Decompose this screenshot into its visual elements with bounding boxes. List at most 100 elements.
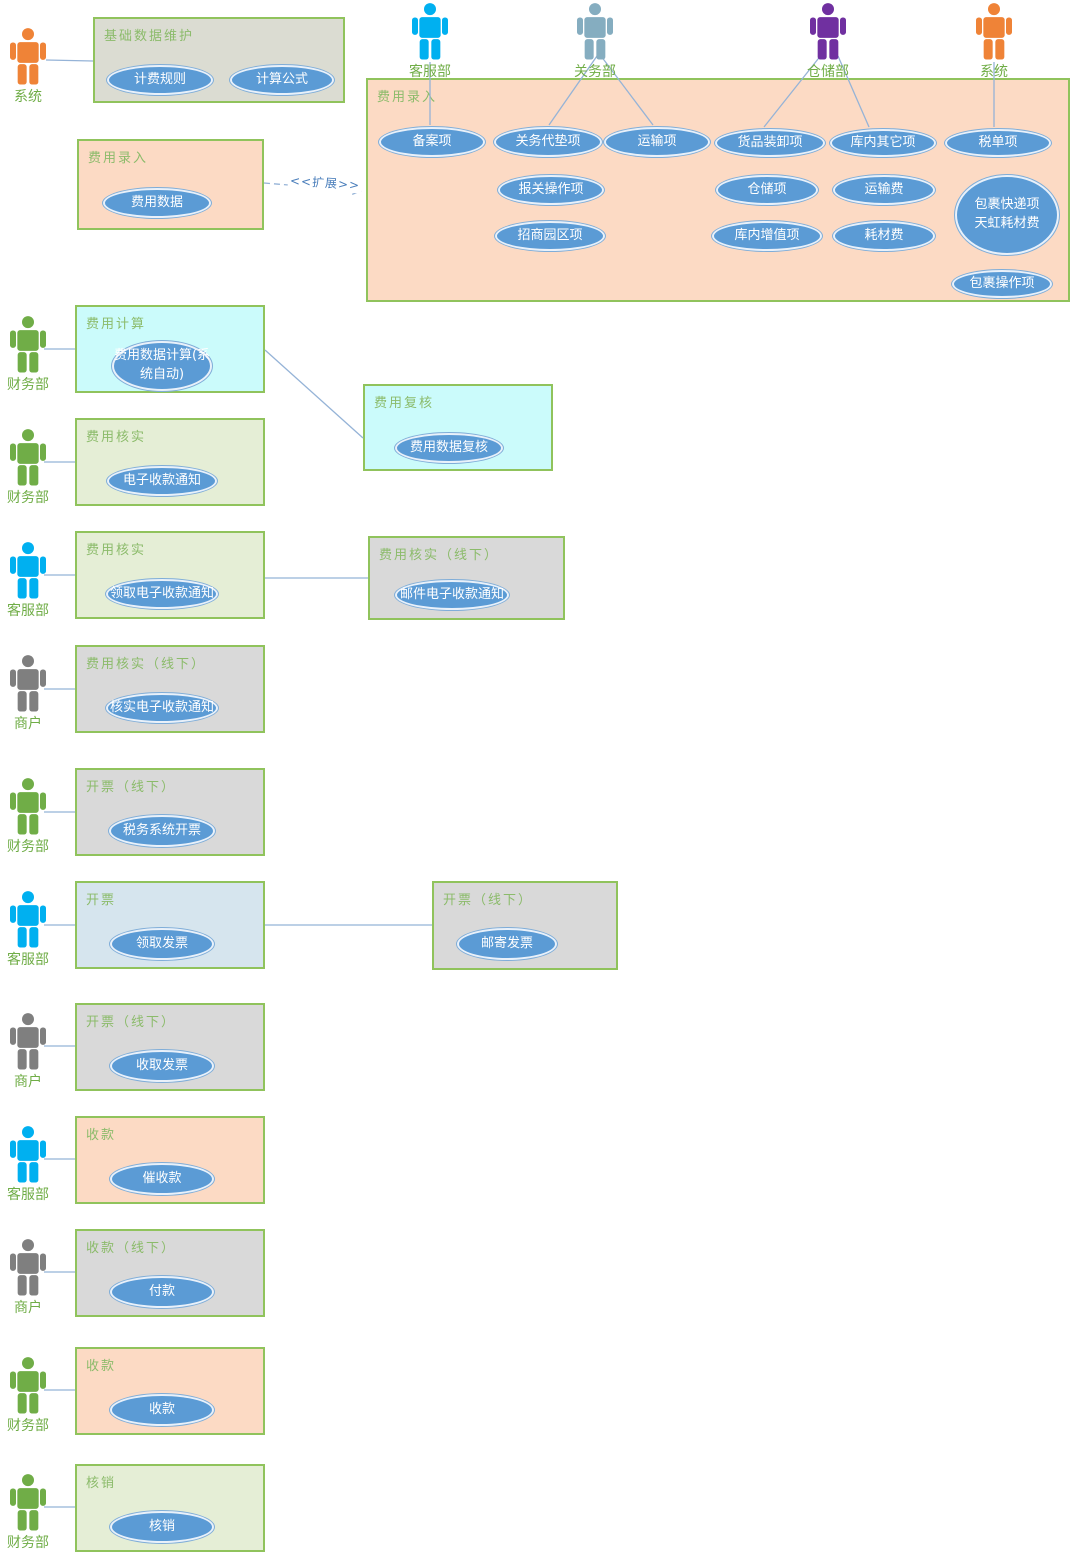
- group-title-collection-offline-merchant: 收款（线下）: [86, 1241, 177, 1256]
- usecase-collect-invoice: 收取发票: [110, 1050, 214, 1082]
- group-fee-review: 费用复核费用数据复核: [363, 384, 553, 471]
- actor-label: 商户: [14, 1074, 42, 1090]
- usecase-label: 备案项: [412, 133, 452, 149]
- usecase-label: 包裹操作项: [969, 275, 1035, 291]
- usecase-label: 耗材费: [864, 227, 904, 243]
- usecase-label: 运输费: [864, 181, 904, 197]
- actor-label: 仓储部: [807, 64, 849, 80]
- actor-system-top-right: 系统: [966, 3, 1022, 81]
- usecase-parcel-operation-item: 包裹操作项: [952, 270, 1052, 298]
- usecase-warehouse-other-item: 库内其它项: [830, 129, 936, 157]
- extend-relation-label: <<扩展>>: [287, 171, 363, 194]
- group-fee-verification-offline-mail: 费用核实（线下）邮件电子收款通知: [368, 536, 565, 620]
- usecase-label: 库内增值项: [734, 227, 800, 243]
- person-icon: [577, 3, 613, 60]
- actor-finance-dept-2: 财务部: [0, 429, 56, 507]
- group-invoicing-offline-merchant: 开票（线下） 收取发票: [75, 1003, 265, 1091]
- group-title-write-off: 核销: [86, 1476, 117, 1491]
- usecase-receive-payment: 收款: [110, 1394, 214, 1426]
- group-title-fee-calculation: 费用计算: [86, 317, 147, 332]
- usecase-label: 税务系统开票: [122, 822, 201, 838]
- usecase-label: 核销: [148, 1518, 175, 1534]
- person-icon: [412, 3, 448, 60]
- usecase-fee-data-review: 费用数据复核: [395, 433, 503, 463]
- actor-label: 关务部: [574, 64, 616, 80]
- usecase-parcel-express-consumable: 包裹快递项天虹耗材费: [955, 175, 1059, 255]
- group-write-off: 核销核销: [75, 1464, 265, 1552]
- usecase-label: 付款: [148, 1283, 175, 1299]
- group-title-fee-review: 费用复核: [374, 396, 435, 411]
- usecase-label: 收款: [148, 1401, 175, 1417]
- group-title-collection-cs: 收款: [86, 1128, 117, 1143]
- usecase-billing-rules: 计费规则: [107, 65, 213, 95]
- usecase-fee-data: 费用数据: [103, 188, 211, 218]
- actor-customer-service-3: 客服部: [0, 1126, 56, 1204]
- person-icon: [10, 1126, 46, 1183]
- person-icon: [10, 655, 46, 712]
- usecase-transport-item: 运输项: [604, 127, 710, 157]
- usecase-label: 领取发票: [135, 935, 188, 951]
- group-title-fee-verification-cs: 费用核实: [86, 543, 147, 558]
- actor-warehouse-dept-top: 仓储部: [800, 3, 856, 81]
- group-title-invoicing-offline-merchant: 开票（线下）: [86, 1015, 177, 1030]
- usecase-label: 库内其它项: [850, 134, 916, 150]
- usecase-label: 收取发票: [135, 1057, 188, 1073]
- usecase-label: 计费规则: [133, 71, 186, 87]
- usecase-customs-advance-item: 关务代垫项: [494, 127, 602, 157]
- person-icon: [10, 316, 46, 373]
- usecase-label: 核实电子收款通知: [109, 699, 214, 715]
- usecase-label: 费用数据复核: [409, 439, 488, 455]
- usecase-tax-system-invoicing: 税务系统开票: [109, 815, 215, 847]
- person-icon: [10, 1357, 46, 1414]
- group-title-fee-entry-small: 费用录入: [88, 151, 149, 166]
- actor-merchant-2: 商户: [0, 1013, 56, 1091]
- actor-system-top-left: 系统: [0, 28, 56, 106]
- usecase-label: 报关操作项: [518, 181, 584, 197]
- actor-label: 财务部: [7, 377, 49, 393]
- group-fee-verification-cs: 费用核实领取电子收款通知: [75, 531, 265, 619]
- usecase-calc-formula: 计算公式: [230, 65, 334, 95]
- group-title-fee-verification-finance: 费用核实: [86, 430, 147, 445]
- usecase-label: 电子收款通知: [122, 472, 201, 488]
- usecase-mail-invoice: 邮寄发票: [457, 928, 557, 960]
- usecase-label: 费用数据计算(系: [113, 348, 211, 364]
- usecase-label: 运输项: [637, 133, 677, 149]
- usecase-receive-invoice: 领取发票: [110, 928, 214, 960]
- group-collection-cs: 收款催收款: [75, 1116, 265, 1204]
- group-title-collection-finance: 收款: [86, 1359, 117, 1374]
- person-icon: [976, 3, 1012, 60]
- person-icon: [10, 1474, 46, 1531]
- actor-label: 系统: [14, 89, 42, 105]
- group-invoicing-offline-mail: 开票（线下）邮寄发票: [432, 881, 618, 970]
- actor-customer-service-1: 客服部: [0, 542, 56, 620]
- actor-label: 客服部: [7, 1187, 49, 1203]
- group-title-fee-entry-main: 费用录入: [377, 90, 438, 105]
- person-icon: [10, 778, 46, 835]
- person-icon: [10, 891, 46, 948]
- usecase-label: 邮件电子收款通知: [399, 586, 504, 602]
- actor-label: 财务部: [7, 839, 49, 855]
- group-title-invoicing: 开票: [86, 893, 117, 908]
- group-fee-calculation: 费用计算费用数据计算(系统自动): [75, 305, 265, 393]
- usecase-customs-operation-item: 报关操作项: [498, 175, 604, 205]
- association-line: [264, 349, 364, 439]
- actor-finance-dept-4: 财务部: [0, 1357, 56, 1435]
- usecase-label: 天虹耗材费: [974, 216, 1040, 231]
- group-invoicing-offline-finance: 开票（线下）税务系统开票: [75, 768, 265, 856]
- actor-customer-service-2: 客服部: [0, 891, 56, 969]
- actor-label: 客服部: [7, 603, 49, 619]
- usecase-label: 关务代垫项: [515, 133, 581, 149]
- usecase-write-off: 核销: [110, 1511, 214, 1543]
- actor-label: 客服部: [409, 64, 451, 80]
- usecase-label: 邮寄发票: [480, 935, 533, 951]
- actor-label: 客服部: [7, 952, 49, 968]
- group-title-basic-data-maintenance: 基础数据维护: [104, 29, 195, 44]
- usecase-e-payment-notice: 电子收款通知: [107, 466, 217, 496]
- usecase-warehouse-item: 仓储项: [716, 175, 818, 205]
- usecase-zhaoshang-park-item: 招商园区项: [495, 221, 605, 251]
- person-icon: [10, 429, 46, 486]
- actor-label: 商户: [14, 1300, 42, 1316]
- actor-customer-service-top: 客服部: [402, 3, 458, 81]
- actor-label: 财务部: [7, 1535, 49, 1551]
- group-fee-entry-main: 费用录入备案项关务代垫项运输项货品装卸项库内其它项税单项报关操作项仓储项运输费招…: [366, 78, 1070, 302]
